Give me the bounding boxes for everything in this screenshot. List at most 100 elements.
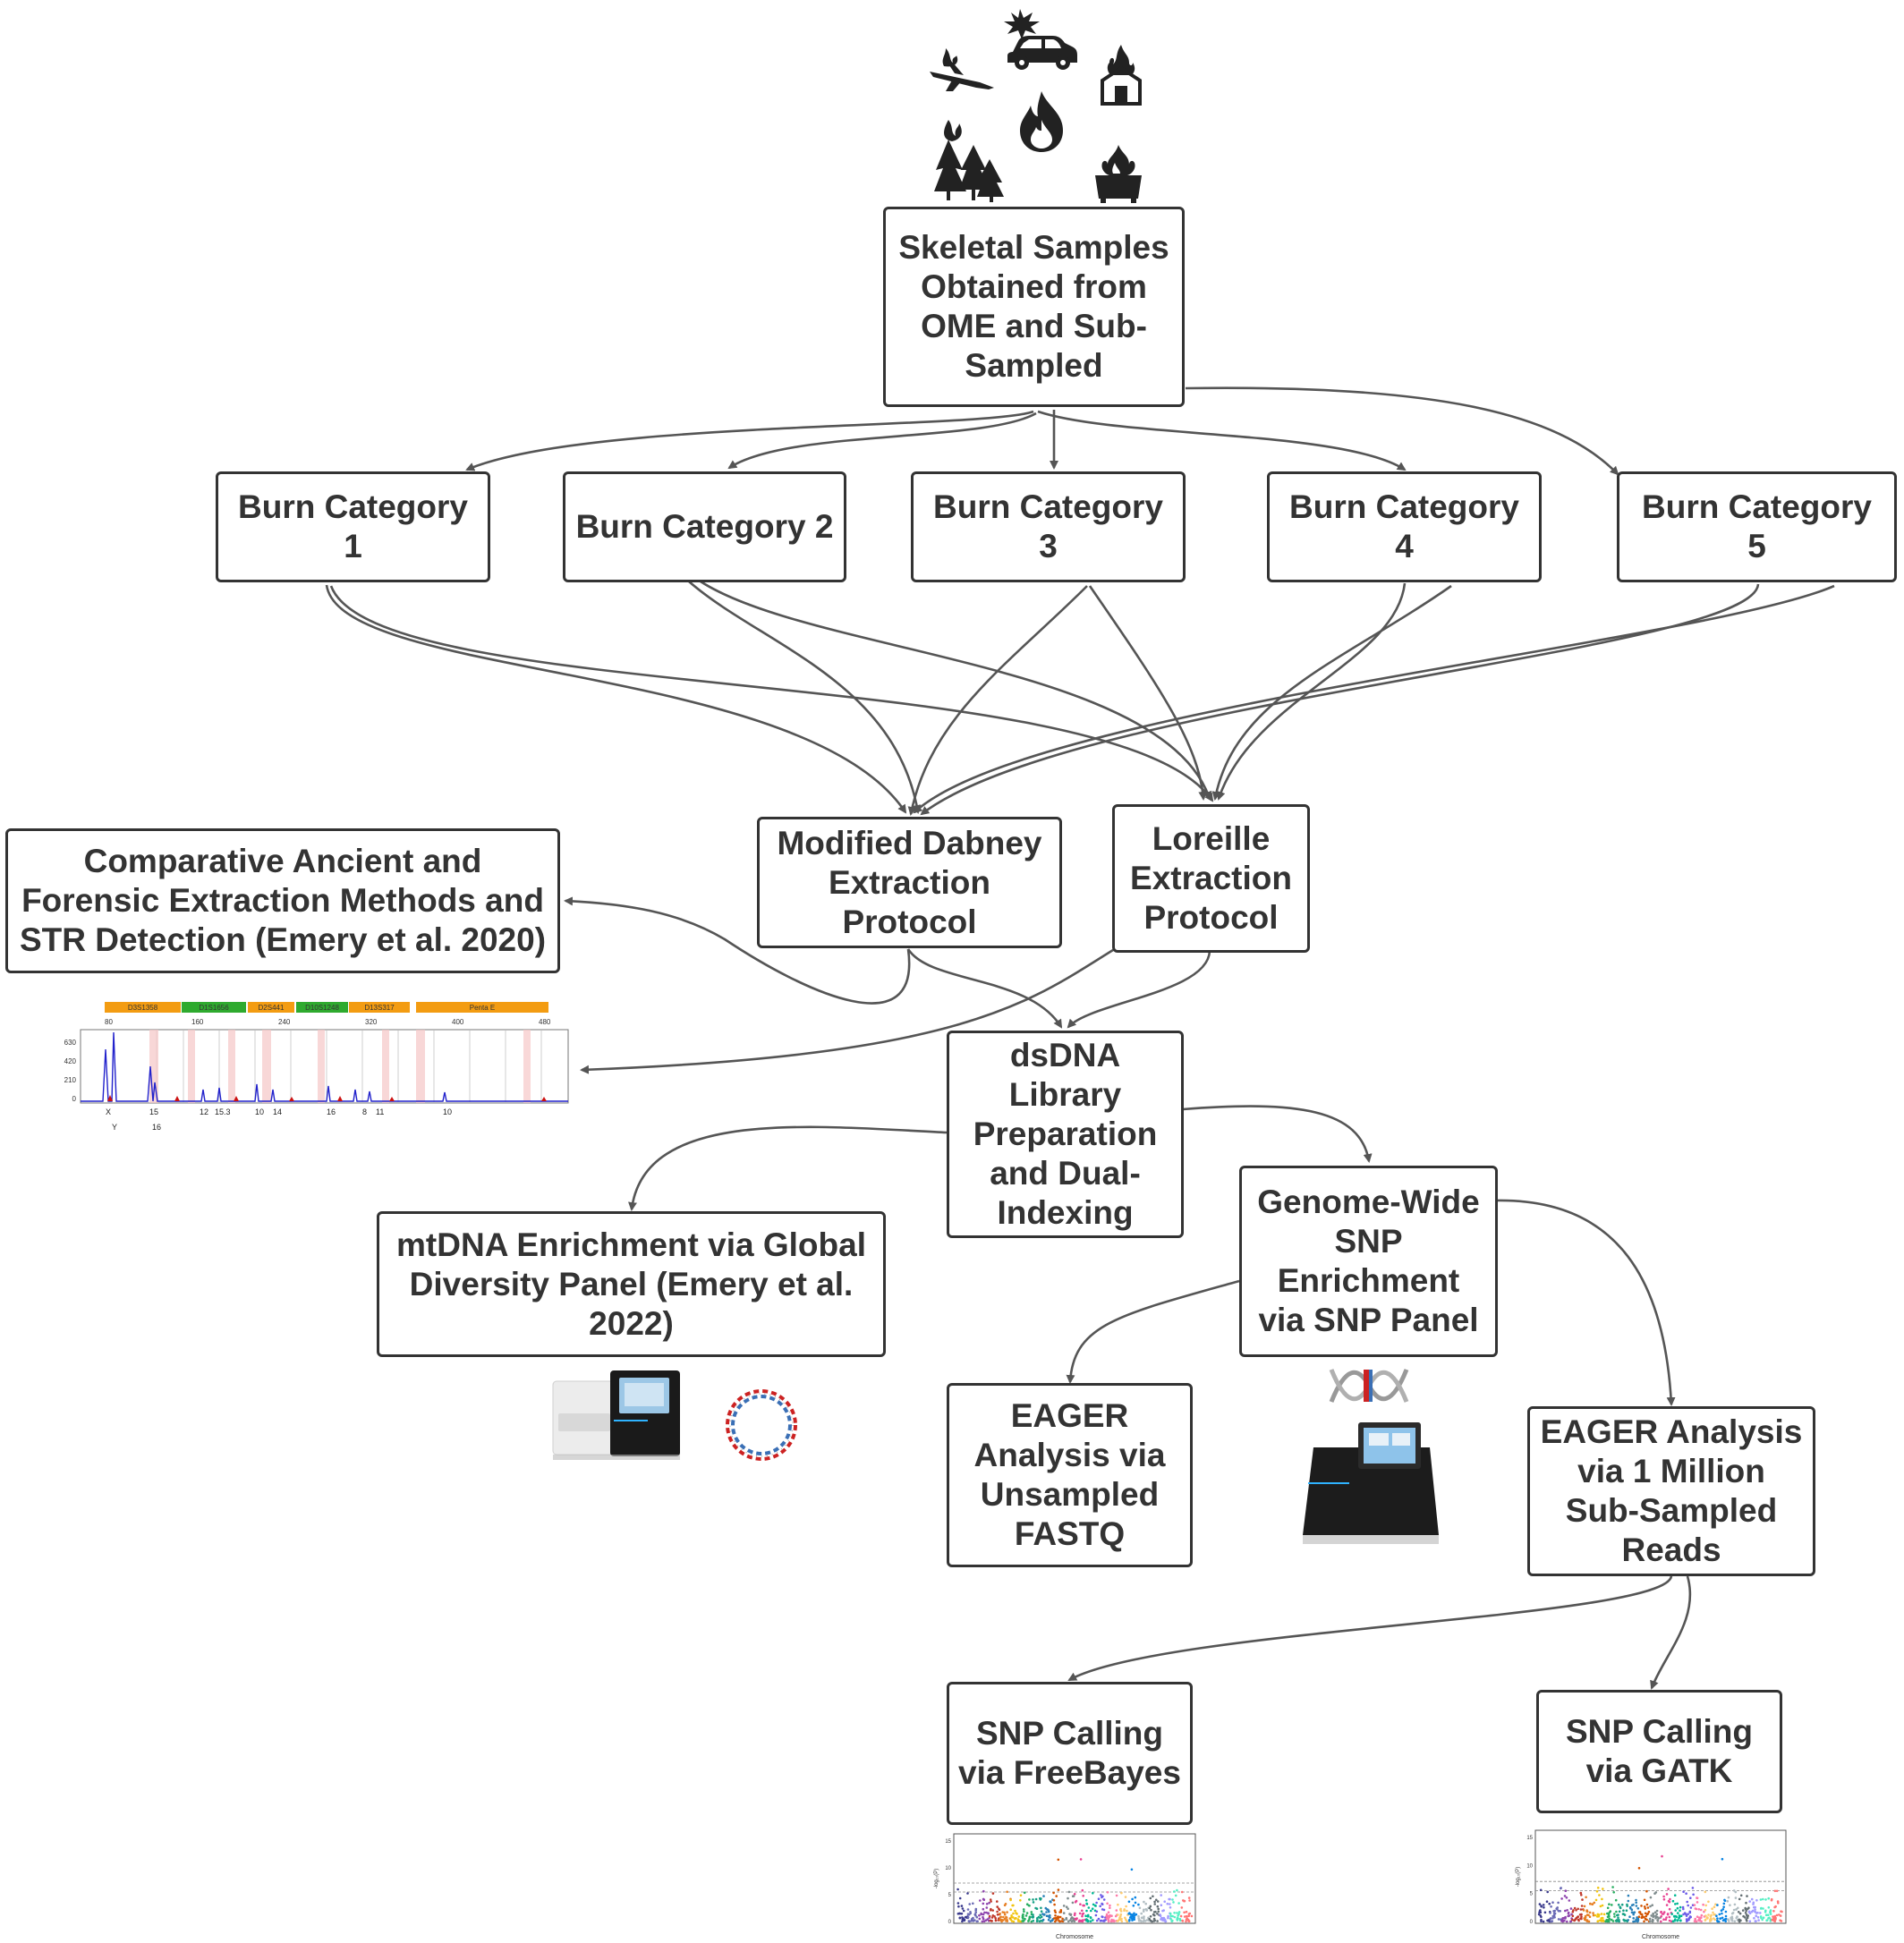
airplane-fire-icon	[926, 47, 998, 96]
snp-point	[1148, 1918, 1151, 1921]
snp-point	[1655, 1909, 1659, 1913]
snp-point	[1002, 1915, 1005, 1919]
snp-point	[1150, 1919, 1152, 1922]
snp-point	[1054, 1914, 1057, 1917]
snp-point	[1777, 1902, 1780, 1905]
snp-point	[1176, 1888, 1178, 1892]
snp-point	[1089, 1916, 1092, 1920]
snp-point	[989, 1898, 992, 1901]
snp-point	[1716, 1917, 1719, 1920]
snp-point	[1550, 1905, 1552, 1908]
snp-point	[1687, 1904, 1689, 1907]
snp-point	[1549, 1917, 1552, 1921]
snp-point	[1023, 1891, 1026, 1895]
snp-point	[1134, 1901, 1137, 1905]
snp-point	[1019, 1899, 1022, 1902]
snp-point	[1745, 1918, 1748, 1921]
snp-point	[1779, 1914, 1782, 1917]
size-tick: 160	[191, 1018, 204, 1026]
allele-label: 12	[200, 1107, 208, 1116]
snp-point	[1575, 1916, 1578, 1920]
snp-point	[1566, 1909, 1568, 1912]
snp-point	[1595, 1890, 1599, 1893]
snp-point	[1549, 1912, 1551, 1914]
snp-point	[1748, 1920, 1752, 1922]
snp-point	[1560, 1887, 1562, 1890]
snp-point	[1724, 1920, 1727, 1923]
snp-point	[1704, 1918, 1707, 1922]
snp-point	[1738, 1920, 1741, 1922]
snp-point	[1129, 1913, 1133, 1916]
rfu-tick: 0	[72, 1095, 77, 1103]
locus-label: D3S1358	[128, 1004, 158, 1012]
snp-point	[1636, 1916, 1638, 1919]
snp-point	[1169, 1918, 1172, 1921]
plot-frame	[953, 1833, 1196, 1924]
y-tick: 0	[1530, 1920, 1534, 1925]
snp-point	[1617, 1904, 1620, 1906]
snp-point	[1646, 1906, 1650, 1909]
snp-point	[1721, 1919, 1725, 1922]
snp-point	[1173, 1915, 1177, 1919]
snp-point	[1755, 1899, 1758, 1902]
snp-point	[1761, 1918, 1764, 1922]
snp-point	[1585, 1920, 1589, 1922]
snp-point	[1729, 1904, 1731, 1906]
snp-point	[1707, 1900, 1710, 1904]
snp-point	[1602, 1888, 1604, 1890]
snp-point	[980, 1913, 983, 1916]
snp-point	[1601, 1897, 1603, 1901]
snp-point	[1694, 1920, 1696, 1923]
snp-point	[1654, 1916, 1657, 1920]
dumpster-fire-icon	[1093, 143, 1143, 204]
snp-point	[1580, 1905, 1584, 1907]
burn-category-4-box: Burn Category 4	[1267, 471, 1542, 582]
snp-point	[1602, 1913, 1606, 1916]
snp-point	[1647, 1910, 1651, 1913]
snp-point	[1138, 1906, 1142, 1910]
snp-point	[994, 1919, 998, 1922]
snp-point	[1742, 1914, 1745, 1918]
rfu-tick: 210	[64, 1076, 77, 1084]
snp-point	[1754, 1910, 1756, 1913]
snp-point	[1704, 1908, 1707, 1912]
burn-category-4-label: Burn Category 4	[1289, 488, 1519, 564]
snp-point	[1062, 1905, 1066, 1907]
snp-point	[1540, 1920, 1543, 1922]
snp-point	[1661, 1913, 1664, 1915]
snp-point	[1553, 1916, 1556, 1919]
snp-point	[1023, 1910, 1025, 1913]
snp-point	[1666, 1913, 1670, 1916]
snp-point	[1769, 1910, 1772, 1913]
snp-point	[1775, 1913, 1779, 1917]
snp-point	[1651, 1904, 1653, 1906]
snp-point	[1105, 1914, 1108, 1918]
snp-point	[1571, 1914, 1575, 1917]
snp-point	[1188, 1899, 1191, 1902]
snp-point	[1006, 1911, 1008, 1913]
snp-point	[958, 1916, 962, 1920]
snp-point	[999, 1919, 1003, 1922]
snp-point	[1780, 1920, 1783, 1922]
snp-point	[1744, 1906, 1747, 1910]
snp-point	[1190, 1914, 1194, 1918]
skeletal-samples-label: Skeletal Samples Obtained from OME and S…	[898, 229, 1169, 384]
snp-point	[1107, 1916, 1110, 1920]
snp-point	[1764, 1898, 1767, 1901]
snp-point	[1583, 1905, 1586, 1908]
snp-point	[1028, 1898, 1031, 1901]
snp-point	[1744, 1912, 1747, 1914]
snp-point	[1652, 1919, 1654, 1922]
snp-point	[1006, 1920, 1009, 1922]
snp-point	[1739, 1894, 1743, 1897]
snp-point	[1067, 1907, 1069, 1910]
snp-point	[1589, 1902, 1592, 1905]
snp-point	[1084, 1914, 1087, 1917]
snp-point	[1668, 1907, 1671, 1911]
snp-point	[1156, 1900, 1160, 1903]
snp-point	[1661, 1854, 1663, 1858]
snp-point	[1728, 1920, 1730, 1922]
circular-dna-icon	[712, 1380, 811, 1470]
snp-point	[1082, 1912, 1085, 1915]
snp-point	[1059, 1909, 1063, 1912]
